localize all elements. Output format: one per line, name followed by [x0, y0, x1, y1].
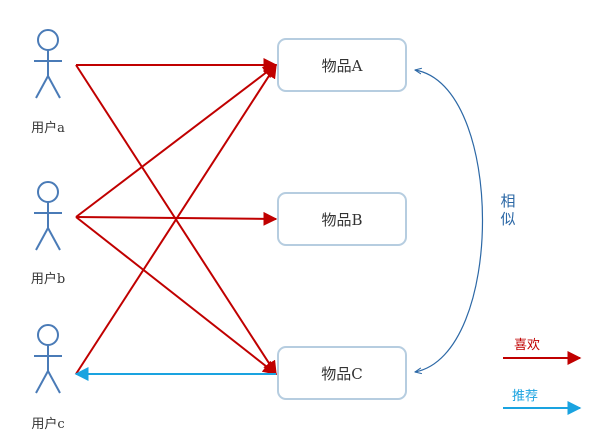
like-edge-b-A [75, 64, 278, 218]
like-edges [75, 58, 278, 376]
item-box-a: 物品A [277, 38, 407, 92]
user-label: 用户c [31, 417, 65, 432]
legend-like-label: 喜欢 [514, 338, 541, 353]
item-box-c: 物品C [277, 346, 407, 400]
similar-label: 相似 [500, 192, 516, 228]
user-label: 用户b [30, 272, 66, 287]
legend-recommend-label: 推荐 [512, 389, 539, 404]
similarity-arc [415, 70, 484, 372]
user-icon [34, 324, 62, 394]
user-icon [34, 29, 62, 99]
like-edge-c-A [75, 63, 277, 375]
like-edge-b-C [75, 216, 278, 375]
item-box-b: 物品B [277, 192, 407, 246]
user-label: 用户a [31, 121, 65, 136]
user-icon [34, 181, 62, 251]
